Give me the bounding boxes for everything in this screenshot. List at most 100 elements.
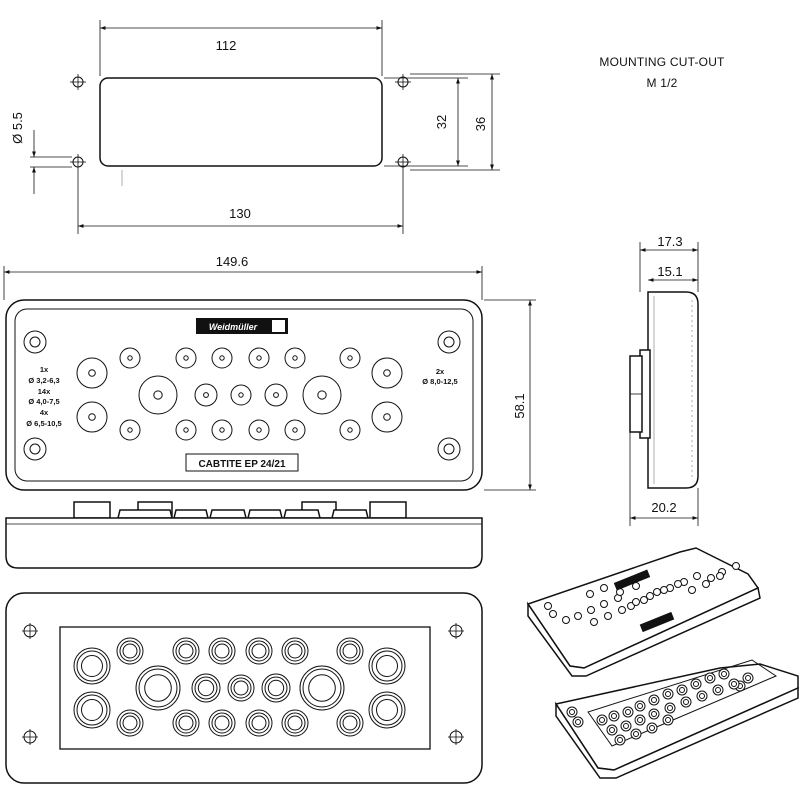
- iso-hole: [587, 606, 595, 614]
- rear-grommet-inner: [376, 699, 398, 721]
- rear-grommet-inner: [342, 643, 358, 659]
- legend-left-range-3: Ø 6,5-10,5: [26, 419, 61, 428]
- iso-grommet-core: [707, 675, 713, 681]
- iso-hole: [544, 602, 552, 610]
- iso-hole: [646, 592, 654, 600]
- iso-hole: [600, 600, 608, 608]
- grommet-core: [256, 355, 262, 361]
- iso-hole: [574, 612, 582, 620]
- product-label: CABTITE EP 24/21: [198, 459, 286, 470]
- rear-mounting-holes: [22, 623, 464, 745]
- grommet-core: [292, 355, 298, 361]
- rear-grommets: [73, 637, 406, 737]
- side-view: 17.3 15.1 20.2: [629, 234, 699, 526]
- grommet-core: [292, 427, 298, 433]
- iso-grommet-core: [667, 705, 673, 711]
- rear-grommet-inner: [144, 674, 172, 702]
- product-label-box: [185, 453, 299, 472]
- rear-grommet-inner: [267, 679, 285, 697]
- front-grommets: [76, 347, 403, 441]
- rear-grommet-inner: [376, 655, 398, 677]
- rear-grommet-inner: [342, 715, 358, 731]
- grommet-core: [256, 427, 262, 433]
- iso-hole: [688, 586, 696, 594]
- dim-side-inner: 15.1: [657, 264, 682, 279]
- iso-grommet-core: [649, 725, 655, 731]
- iso-grommet-core: [715, 687, 721, 693]
- grommet-core: [88, 413, 96, 421]
- dim-hole-spacing: 130: [229, 206, 251, 221]
- legend-left-range-2: Ø 4,0-7,5: [28, 397, 59, 406]
- iso-hole: [549, 610, 557, 618]
- edge-frame: [5, 517, 483, 569]
- iso-hole: [590, 618, 598, 626]
- iso-grommet-core: [683, 699, 689, 705]
- rear-grommet-inner: [251, 715, 267, 731]
- grommet-core: [317, 390, 327, 400]
- rear-grommet-inner: [122, 715, 138, 731]
- grommet-core: [383, 413, 391, 421]
- iso-grommet-core: [625, 709, 631, 715]
- dim-overall-width: 149.6: [216, 254, 249, 269]
- cutout-title-line2: M 1/2: [646, 76, 677, 90]
- iso-grommet-core: [699, 693, 705, 699]
- dim-opening-width: 112: [216, 38, 237, 53]
- iso-hole: [702, 580, 710, 588]
- grommet-core: [203, 392, 209, 398]
- iso-grommet-core: [651, 697, 657, 703]
- iso-grommet-core: [745, 675, 751, 681]
- rear-view: [5, 592, 483, 784]
- iso-hole: [632, 598, 640, 606]
- iso-hole: [716, 572, 724, 580]
- front-mounting-holes: [23, 330, 461, 461]
- rear-window: [59, 626, 431, 750]
- iso-hole: [674, 580, 682, 588]
- iso-rear-view: [554, 659, 799, 779]
- rear-grommet-inner: [81, 655, 103, 677]
- iso-grommet-core: [575, 719, 581, 725]
- grommet-core: [183, 355, 189, 361]
- legend-left-count-3: 4x: [40, 408, 49, 417]
- legend-left-range-1: Ø 3,2-6,3: [28, 376, 59, 385]
- dim-hole-spacing-vertical: 36: [473, 117, 488, 131]
- iso-grommet-core: [599, 717, 605, 723]
- frame-inner: [14, 308, 474, 482]
- front-view: 149.6 58.1 Weidmüller 1x Ø 3,2-6,3 14x Ø…: [3, 254, 536, 491]
- cutout-mounting-holes: [70, 74, 411, 170]
- iso-grommet-core: [731, 681, 737, 687]
- iso-hole: [693, 572, 701, 580]
- iso-hole: [640, 596, 648, 604]
- dim-overall-height: 58.1: [512, 393, 527, 418]
- iso-grommet-core: [611, 713, 617, 719]
- grommet-core: [347, 427, 353, 433]
- iso-grommet-core: [721, 671, 727, 677]
- rear-grommet-inner: [214, 643, 230, 659]
- right-legend: 2x Ø 8,0-12,5: [422, 367, 457, 386]
- rear-grommet-inner: [233, 680, 249, 696]
- rear-grommet-inner: [178, 643, 194, 659]
- grommet-core: [383, 369, 391, 377]
- grommet-core: [219, 355, 225, 361]
- rear-grommet-inner: [122, 643, 138, 659]
- iso-grommet-core: [623, 723, 629, 729]
- cutout-opening: [99, 77, 383, 167]
- left-legend: 1x Ø 3,2-6,3 14x Ø 4,0-7,5 4x Ø 6,5-10,5: [26, 365, 61, 428]
- iso-hole: [604, 612, 612, 620]
- dim-side-outer: 17.3: [657, 234, 682, 249]
- grommet-core: [347, 355, 353, 361]
- iso-grommet-core: [637, 717, 643, 723]
- grommet-core: [127, 355, 133, 361]
- iso-front-view: [526, 547, 761, 677]
- dim-side-depth: 20.2: [651, 500, 676, 515]
- cutout-title-line1: MOUNTING CUT-OUT: [599, 55, 725, 69]
- legend-right-range: Ø 8,0-12,5: [422, 377, 457, 386]
- rear-grommet-inner: [287, 715, 303, 731]
- iso-grommet-core: [569, 709, 575, 715]
- iso-grommet-core: [633, 731, 639, 737]
- iso-grommet-core: [637, 703, 643, 709]
- legend-left-count-2: 14x: [38, 387, 51, 396]
- iso-hole: [586, 590, 594, 598]
- iso-grommet-core: [609, 727, 615, 733]
- iso-hole: [653, 588, 661, 596]
